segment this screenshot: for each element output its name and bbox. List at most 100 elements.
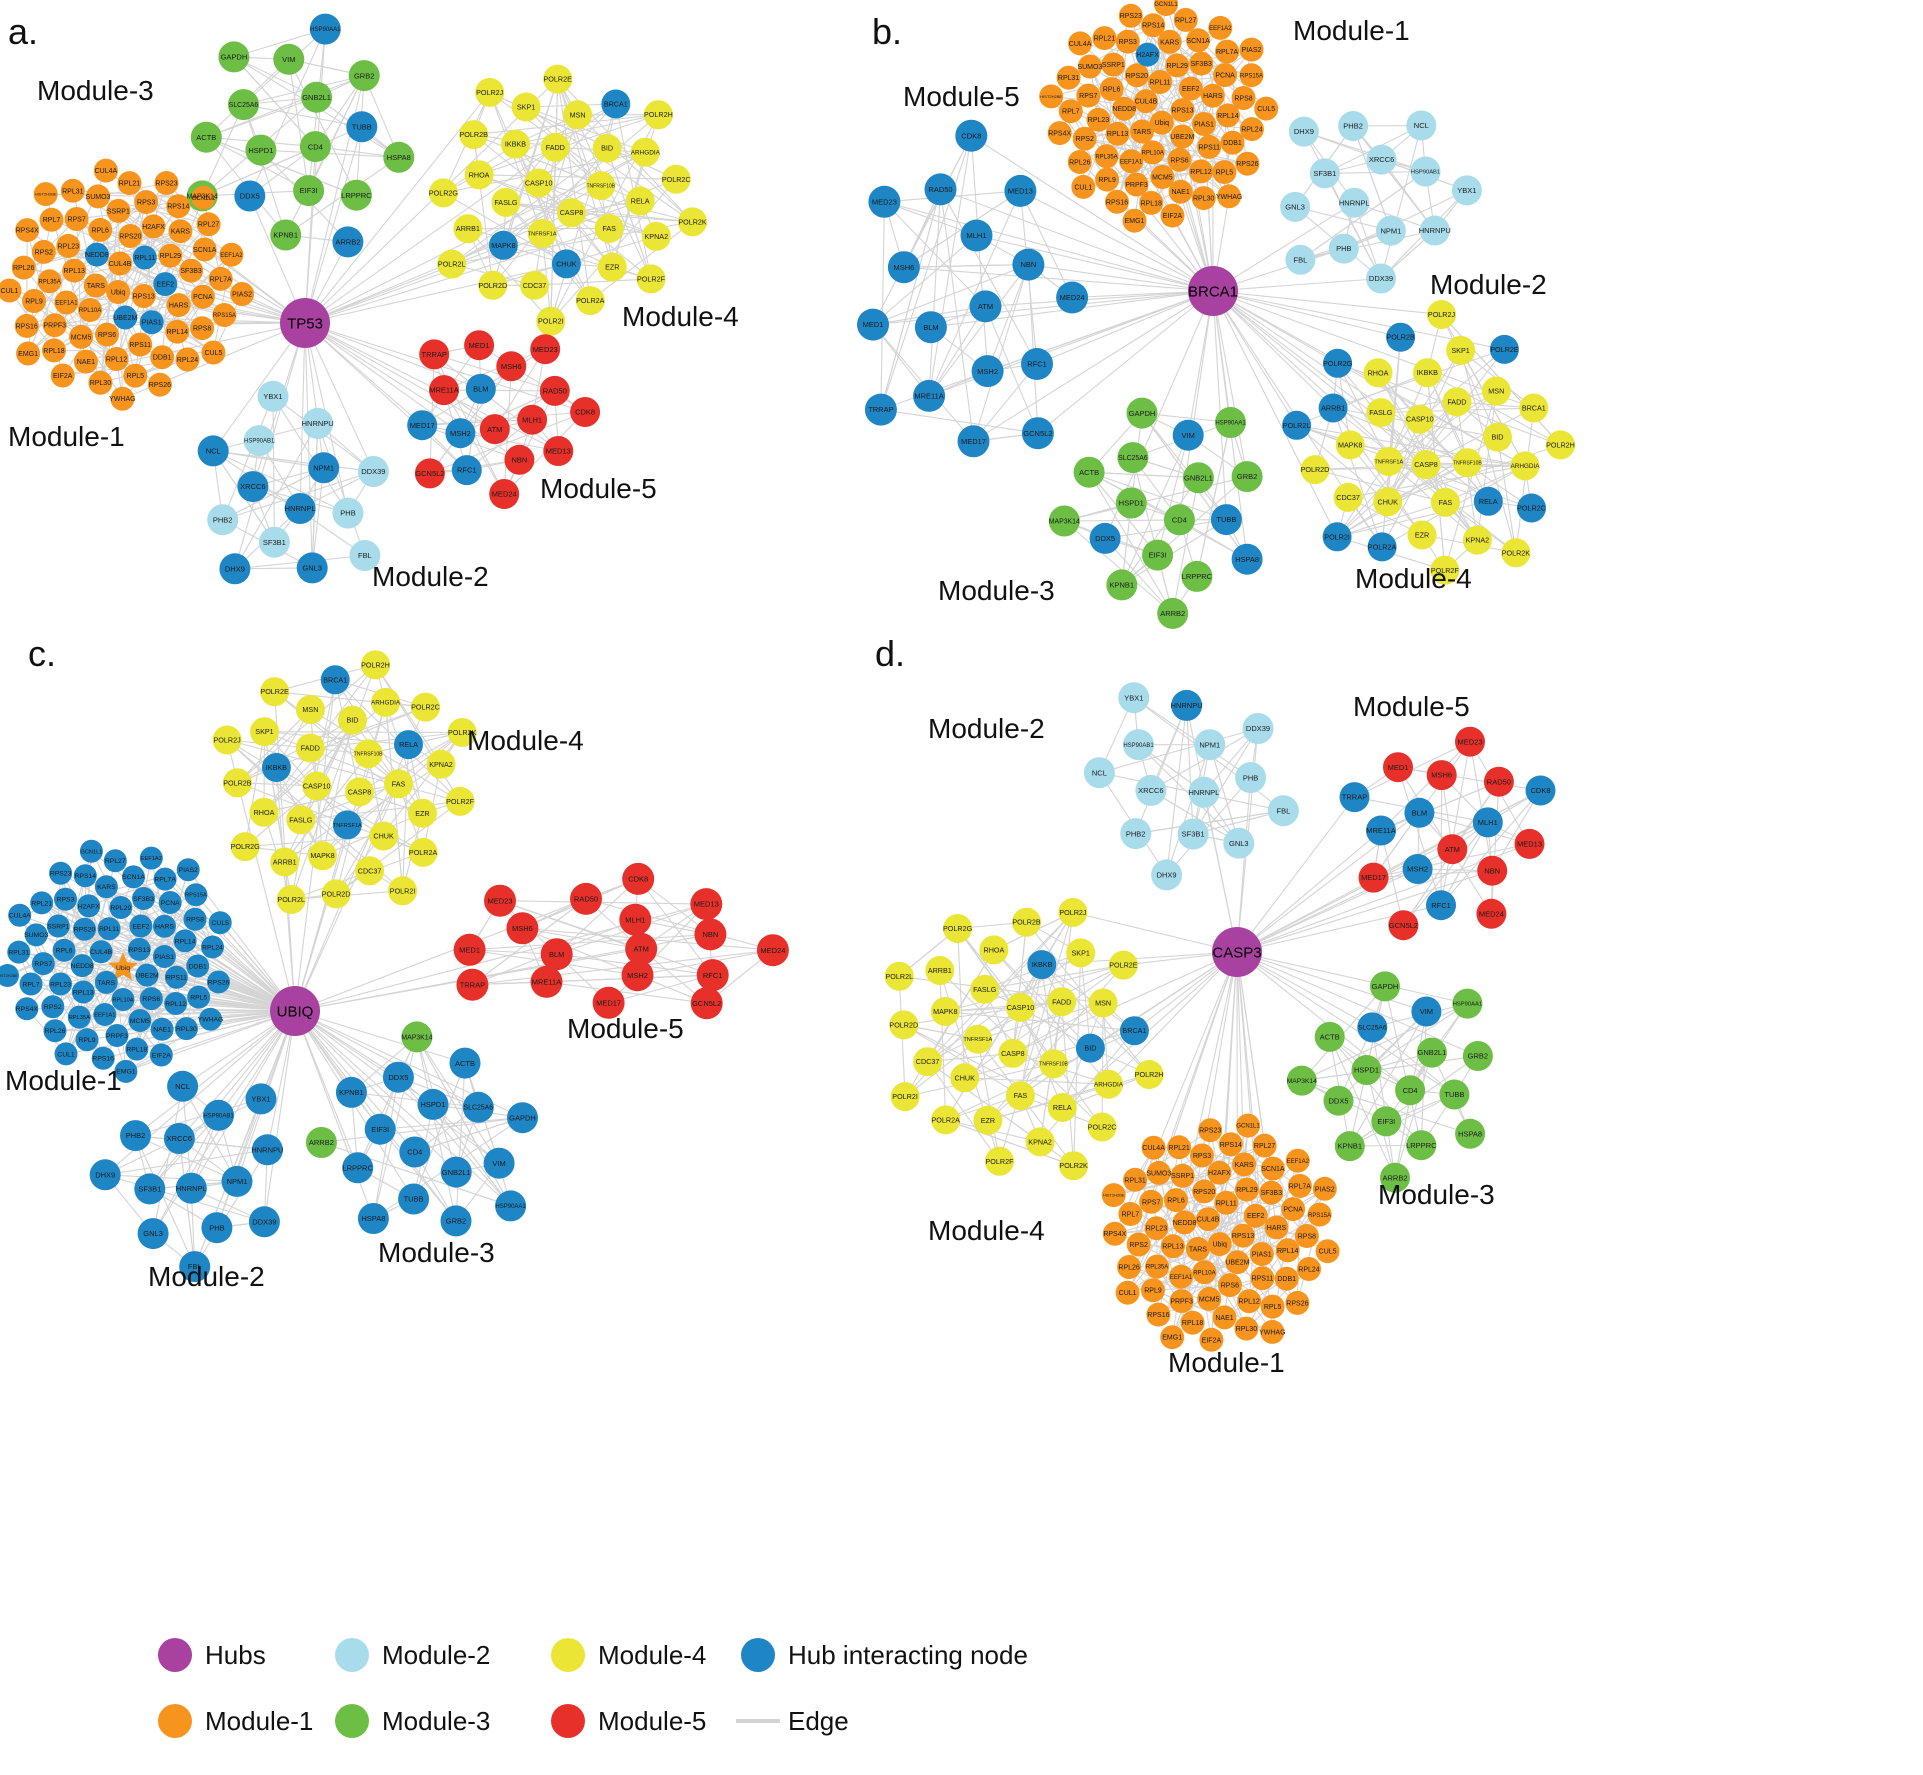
gene-node-HSP90AA1 [309,13,341,45]
gene-node-ATM [625,932,658,965]
gene-node-POLR2D [321,879,351,909]
gene-node-YWHAG [199,1007,222,1031]
gene-node-Ubiq [1207,1232,1232,1257]
gene-node-PIAS2 [230,282,255,306]
gene-node-HSP90AB1 [203,1099,234,1131]
gene-node-UBE2M [135,963,159,987]
gene-node-label-RPL14: RPL14 [167,329,189,336]
gene-node-label-MSN: MSN [1488,387,1504,396]
gene-node-RPS14 [73,864,97,888]
gene-node-label-HSP90AA1: HSP90AA1 [1453,1002,1482,1008]
gene-node-NEDD8 [1112,96,1137,121]
gene-node-label-KPNB1: KPNB1 [1109,581,1134,590]
gene-node-label-VIM: VIM [1182,431,1195,440]
gene-node-RPL21 [1092,26,1117,51]
gene-node-RPS3 [54,887,77,911]
gene-node-MED23 [530,334,561,365]
gene-node-POLR2D [889,1010,919,1040]
gene-node-RAD50 [539,375,570,406]
gene-node-label-RPL14: RPL14 [1217,113,1239,120]
gene-node-RPL7A [1287,1173,1312,1198]
gene-node-label-TNFRSF10B: TNFRSF10B [354,752,383,758]
gene-node-RPS6 [139,987,163,1011]
gene-node-label-ARRB2: ARRB2 [1160,609,1185,618]
gene-node-label-RPL31: RPL31 [62,188,84,195]
gene-node-label-RAD50: RAD50 [1487,777,1511,786]
gene-node-UBE2M [113,305,138,330]
gene-node-label-FADD: FADD [1052,997,1071,1006]
gene-node-label-CD4: CD4 [1172,515,1187,524]
gene-node-EEF2 [1178,76,1203,101]
gene-node-LRPPRC [340,179,372,211]
hub-node-UBIQ [270,986,320,1036]
gene-node-label-H2AFX: H2AFX [78,903,100,910]
gene-node-label-POLR2G: POLR2G [429,188,459,197]
gene-node-label-GRB2: GRB2 [446,1217,466,1226]
gene-node-HARS [166,293,191,318]
hub-label-UBIQ: UBIQ [277,1003,314,1020]
node-layer [0,0,1575,1738]
gene-node-label-POLR2A: POLR2A [576,296,605,305]
gene-node-EEF1A2 [1285,1148,1310,1173]
gene-node-LRPPRC [1181,560,1213,592]
gene-node-KPNB1 [1106,569,1138,601]
gene-node-label-RPS2: RPS2 [1130,1242,1148,1249]
gene-node-label-DDB1: DDB1 [153,355,172,362]
gene-node-CUL5 [1254,96,1279,121]
hub-label-BRCA1: BRCA1 [1188,283,1238,300]
gene-node-label-TARS: TARS [97,980,115,987]
gene-node-label-GNL3: GNL3 [1229,839,1249,848]
gene-node-SUMO3 [86,184,110,209]
gene-node-PHB2 [120,1120,151,1152]
gene-node-label-POLR2L: POLR2L [438,260,466,269]
gene-node-label-EEF1A2: EEF1A2 [141,856,162,862]
gene-node-label-EIF3I: EIF3I [1149,551,1167,560]
gene-node-label-CDK8: CDK8 [575,408,595,417]
gene-node-SKP1 [1066,938,1096,968]
gene-node-label-PRPF3: PRPF3 [1125,182,1148,189]
gene-node-RPL27 [196,212,221,237]
gene-node-RPL26 [1067,150,1092,174]
gene-node-label-POLR2C: POLR2C [411,703,440,712]
gene-node-label-NPM1: NPM1 [1199,740,1220,749]
gene-node-label-RPL9: RPL9 [1144,1288,1162,1295]
gene-node-label-PRPF3: PRPF3 [44,323,67,330]
gene-node-label-RPS8: RPS8 [1298,1233,1316,1240]
gene-node-RPS2 [1126,1232,1151,1257]
gene-node-ARHGDIA [1094,1069,1123,1099]
gene-node-EMG1 [1160,1325,1185,1350]
gene-node-label-NEDD8: NEDD8 [1112,106,1136,113]
gene-node-YWHAG [1260,1319,1285,1344]
gene-node-label-RPL12: RPL12 [165,1001,186,1008]
gene-node-GNL3 [1223,827,1255,859]
gene-node-label-RELA: RELA [1479,497,1498,506]
gene-node-label-DHX9: DHX9 [225,565,245,574]
gene-node-YWHAG [1217,184,1242,209]
gene-node-RPL24 [201,935,224,959]
gene-node-label-EIF3I: EIF3I [371,1125,389,1134]
gene-node-BID [338,705,367,735]
gene-node-label-RPL35A: RPL35A [1095,154,1117,160]
gene-node-label-MAP3K14: MAP3K14 [187,193,218,200]
gene-node-label-NBN: NBN [1020,260,1036,269]
gene-node-FASLG [286,805,316,835]
hub-node-TP53 [280,298,330,348]
gene-node-label-PIAS1: PIAS1 [1194,122,1214,129]
gene-node-MLH1 [517,404,548,435]
gene-node-HSPA8 [1455,1118,1486,1149]
gene-node-CASP10 [524,168,554,198]
gene-node-label-ATM: ATM [978,302,993,311]
gene-node-POLR2I [536,306,566,336]
gene-node-label-RPL18: RPL18 [126,1047,147,1054]
gene-node-SF3B1 [1177,818,1209,850]
gene-node-GNL3 [1280,191,1311,222]
gene-node-label-MED1: MED1 [1388,763,1409,772]
gene-node-label-EIF2A: EIF2A [53,373,73,380]
gene-node-label-RPS13: RPS13 [1171,108,1193,115]
gene-node-POLR2G [230,832,260,862]
gene-node-label-CUL5: CUL5 [1319,1249,1337,1256]
gene-node-POLR2L [437,249,467,279]
gene-node-RPL30 [88,370,113,395]
gene-node-label-POLR2A: POLR2A [409,848,438,857]
gene-node-LRPPRC [1406,1130,1437,1161]
